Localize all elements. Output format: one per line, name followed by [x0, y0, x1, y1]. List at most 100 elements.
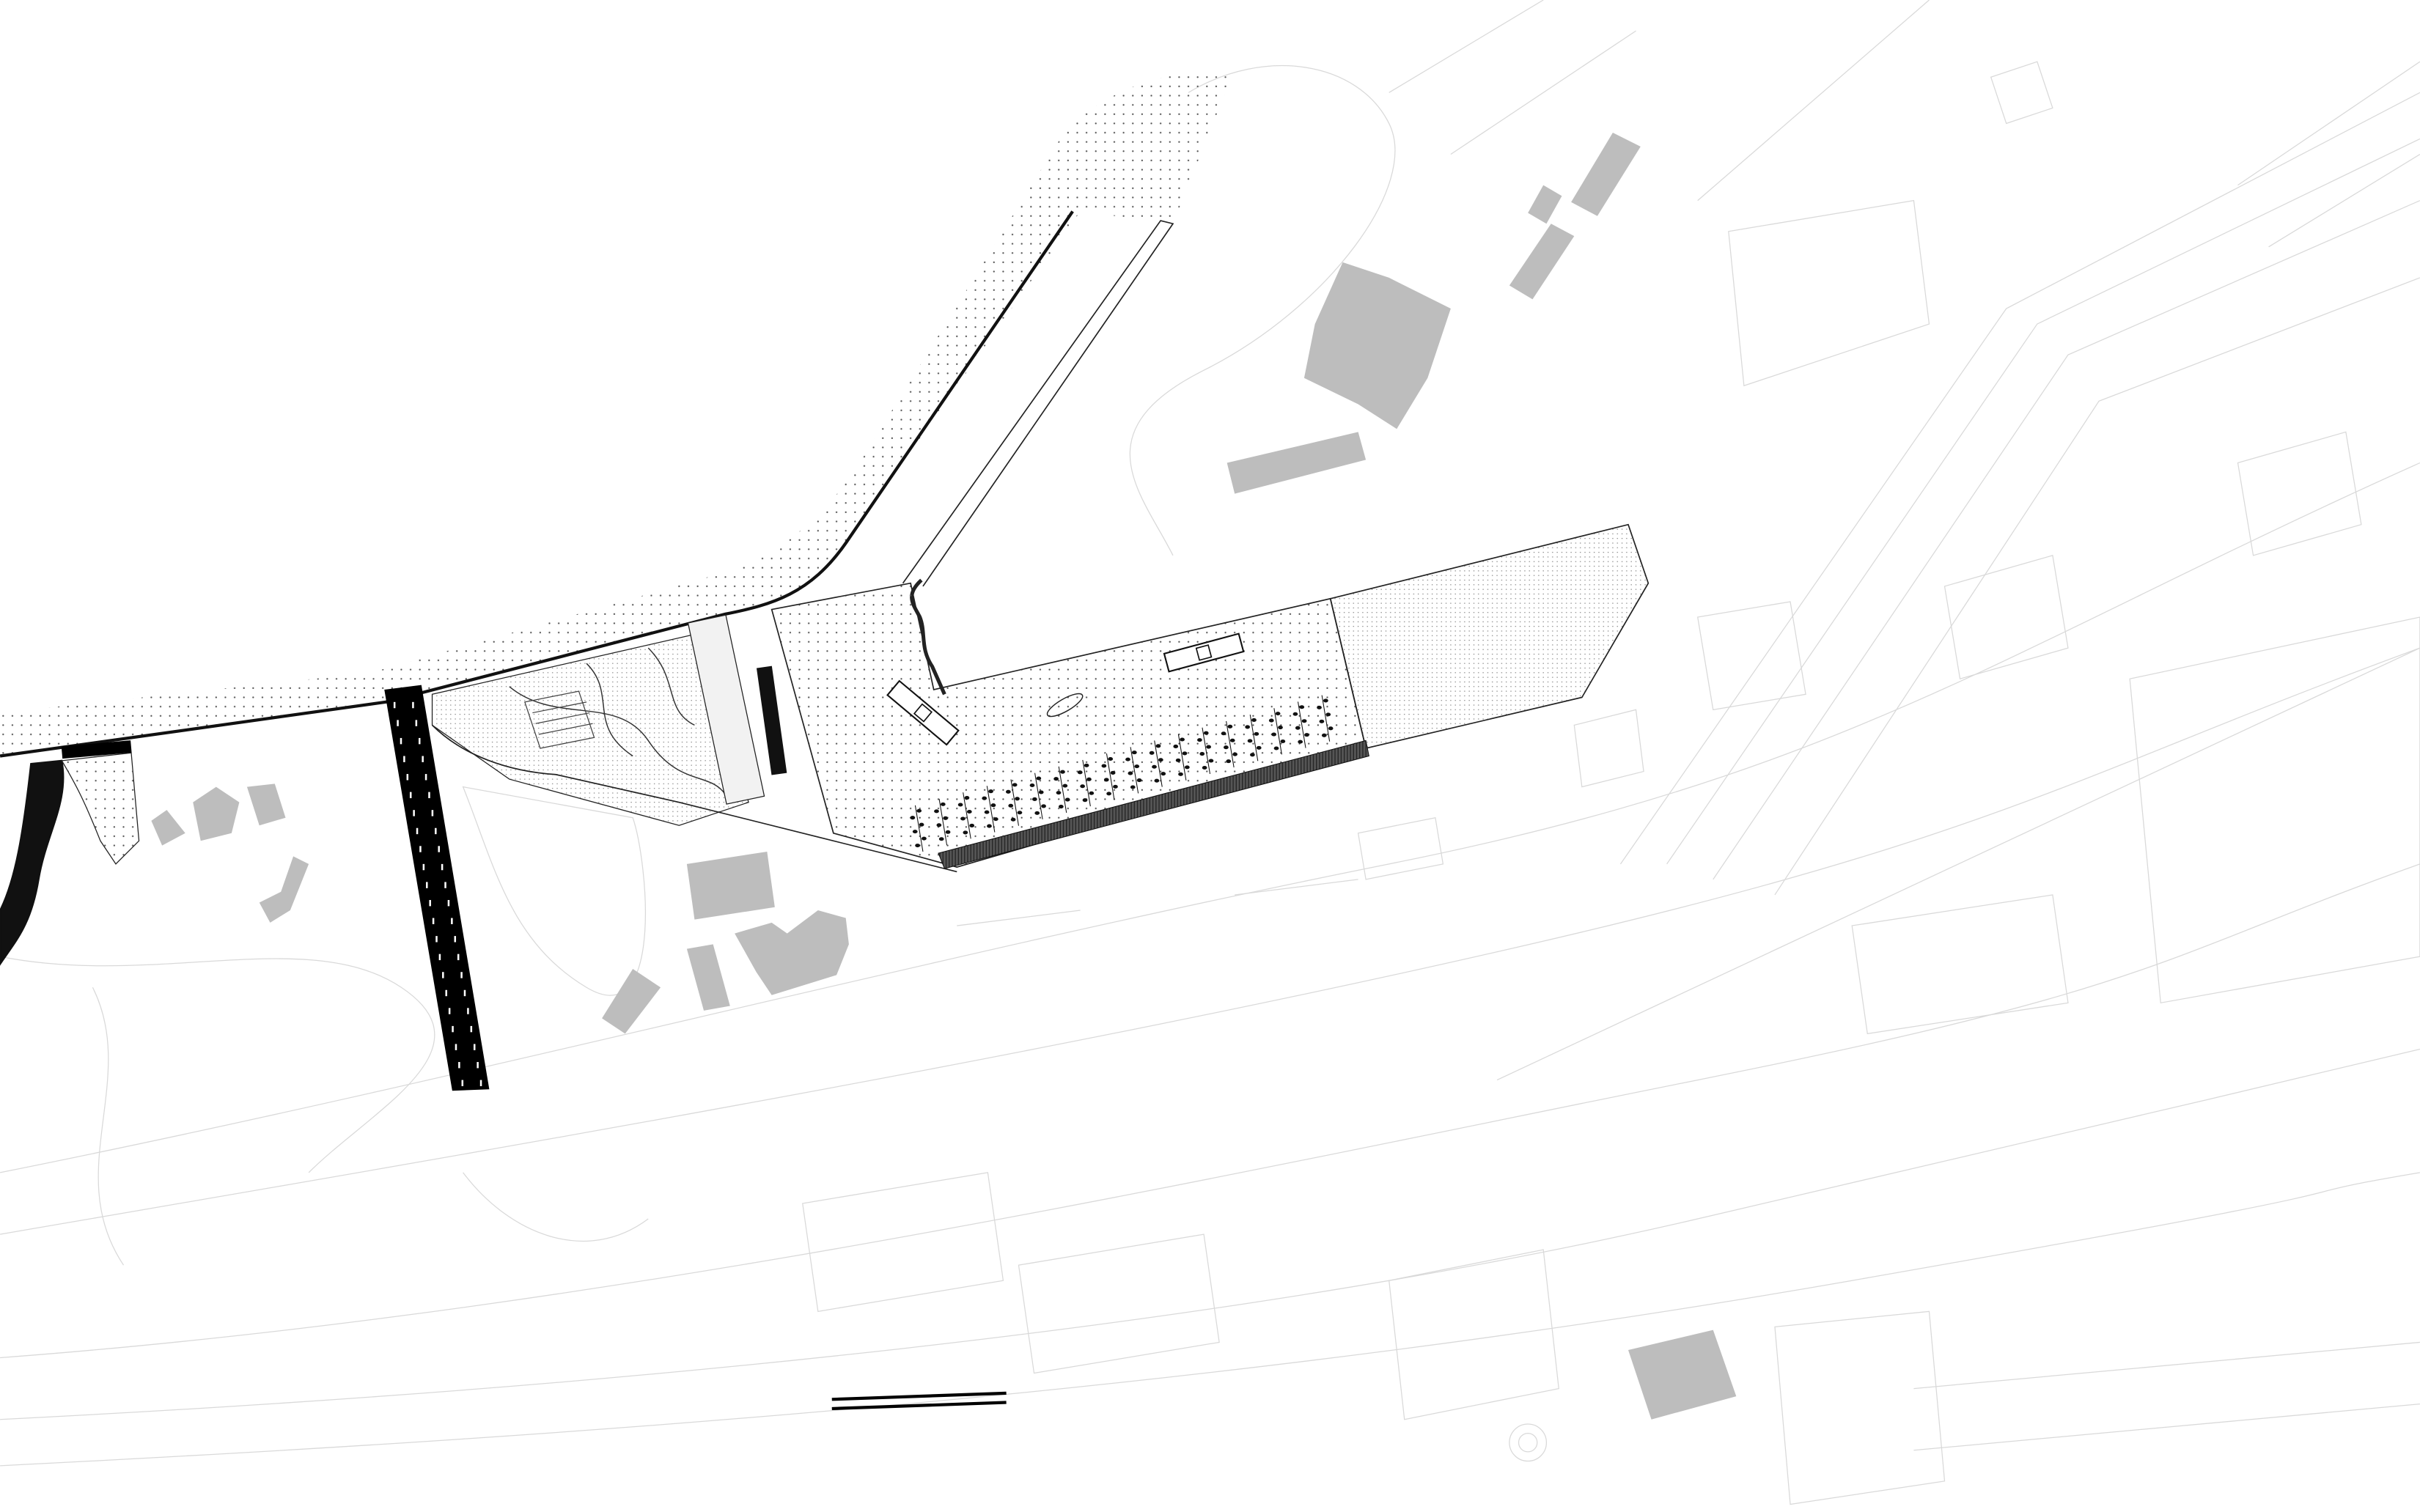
tree [963, 830, 968, 835]
bridge [61, 740, 132, 759]
pier-light [397, 720, 399, 726]
pier-light [438, 954, 441, 961]
tree [1149, 751, 1155, 755]
tree [1010, 817, 1016, 822]
tree [1199, 752, 1205, 756]
tree [1084, 763, 1089, 767]
pier-light [409, 792, 412, 799]
pier-light [479, 1080, 482, 1086]
pier-light [467, 1008, 469, 1014]
coastal-embankment [0, 69, 1235, 756]
tree [1131, 751, 1137, 755]
tree-row [1177, 734, 1187, 781]
tree [1229, 738, 1235, 742]
pier-light [426, 882, 428, 888]
tree [1058, 805, 1064, 809]
pier-light [441, 863, 444, 871]
tree [912, 830, 918, 834]
pier-light [393, 701, 396, 709]
pier-light [457, 954, 460, 961]
tree [969, 823, 975, 827]
pier-light [470, 1025, 473, 1033]
tree [1203, 731, 1209, 735]
amphitheatre [524, 690, 595, 749]
tree [1041, 804, 1046, 808]
tree-row [1154, 740, 1163, 787]
tree [1221, 731, 1226, 736]
tree [1275, 712, 1281, 716]
tree [1254, 731, 1259, 736]
tree [1077, 770, 1083, 775]
pier-light [435, 827, 437, 835]
pier-light [422, 756, 424, 762]
tree [1136, 778, 1142, 783]
tree [1060, 770, 1065, 774]
building [1509, 224, 1575, 300]
pier-light [460, 972, 463, 978]
pier-light [415, 720, 418, 726]
tree [984, 810, 990, 814]
tree-row [938, 798, 948, 846]
quay-edge-line [0, 210, 1074, 758]
tree-row [1058, 766, 1067, 814]
tree-row [1106, 753, 1115, 800]
tree [1125, 757, 1130, 761]
tree [1250, 753, 1255, 757]
tree-row [1297, 701, 1306, 748]
tree [1271, 732, 1277, 737]
pier-light [419, 846, 422, 852]
tree [943, 816, 949, 820]
pier-light [447, 899, 450, 907]
tree [990, 803, 996, 808]
dock-edge [902, 220, 1174, 587]
tree [1031, 797, 1037, 801]
pier-light [429, 899, 431, 907]
plaza-extension [1329, 523, 1650, 749]
tree [1226, 759, 1232, 764]
tree [1106, 792, 1111, 796]
river-bank [61, 752, 140, 865]
tree-row [1034, 772, 1043, 819]
pier-light [455, 1044, 457, 1050]
building [1303, 262, 1451, 429]
tree [1108, 756, 1114, 761]
tree [1053, 777, 1059, 781]
pier-light [461, 1080, 464, 1086]
tree [1247, 739, 1253, 743]
tree-rows [910, 695, 1334, 852]
pier-light [403, 756, 405, 762]
building [602, 969, 661, 1034]
building [259, 856, 309, 923]
pier-light [442, 972, 444, 978]
pier-light [432, 918, 435, 924]
pier-light [445, 989, 447, 997]
tree-row [1321, 695, 1331, 742]
tree [1202, 765, 1207, 770]
tree [1292, 712, 1298, 716]
rail-marker [831, 1391, 1007, 1411]
tree [1134, 764, 1140, 769]
tree [1224, 745, 1229, 750]
tree [1232, 752, 1237, 756]
tree [966, 809, 972, 814]
tree [1328, 726, 1334, 731]
tree [1317, 705, 1322, 709]
building [246, 783, 286, 826]
tree [1034, 811, 1040, 815]
pier-light [400, 737, 402, 745]
tree [1015, 797, 1020, 801]
tree [1298, 740, 1303, 744]
tree [1080, 784, 1085, 789]
tree [1082, 798, 1088, 803]
tree [1064, 797, 1070, 802]
tree [916, 808, 922, 813]
tree-row [986, 786, 996, 833]
pier-light [448, 1008, 451, 1014]
plaza-pond [1046, 693, 1084, 718]
tree-row [1202, 727, 1211, 775]
tree [1173, 744, 1179, 748]
tree [1280, 739, 1286, 744]
tree [1086, 777, 1092, 781]
tree [1251, 718, 1257, 722]
river [0, 759, 65, 966]
